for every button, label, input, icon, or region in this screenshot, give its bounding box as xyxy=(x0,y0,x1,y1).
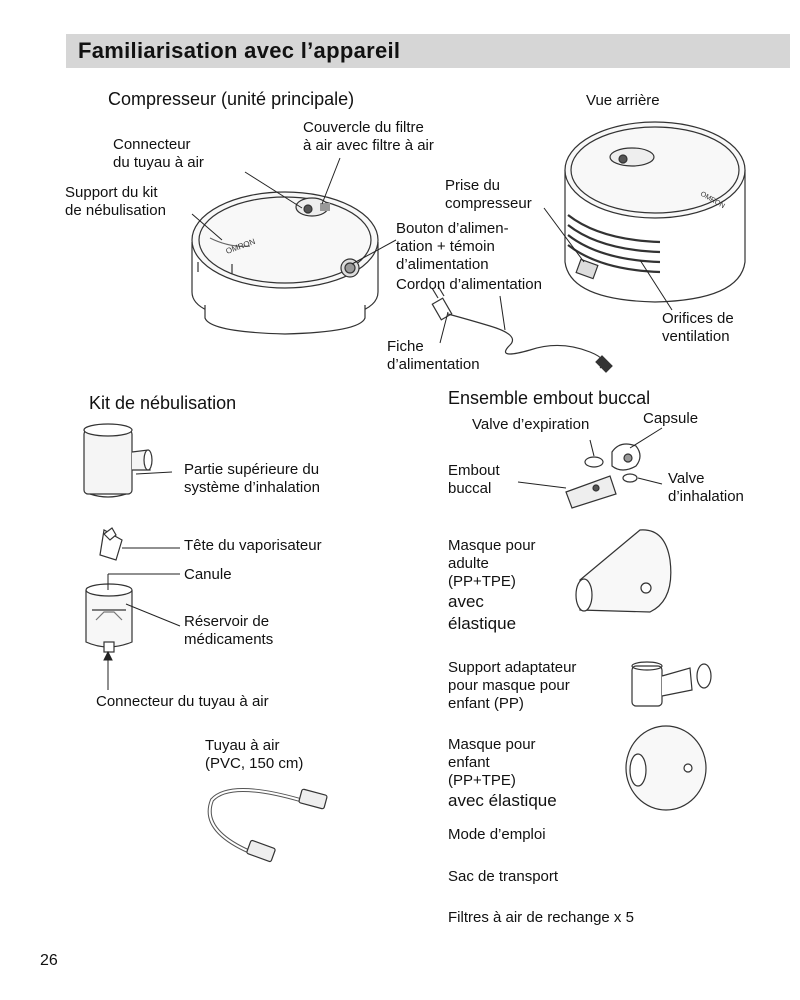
label-air-tube: Tuyau à air (PVC, 150 cm) xyxy=(205,737,304,772)
leader-power-cord xyxy=(499,295,506,331)
arrow-tube-connector xyxy=(103,650,113,661)
label-filters: Filtres à air de rechange x 5 xyxy=(448,909,634,926)
mouthpiece-set-drawing xyxy=(565,443,641,509)
label-power-button: Bouton d’alimen- tation + témoin d’alime… xyxy=(396,220,509,273)
label-manual: Mode d’emploi xyxy=(448,826,546,843)
leader-air-connector xyxy=(244,171,303,209)
adapter-drawing xyxy=(631,661,712,707)
label-filter-cover: Couvercle du filtre à air avec filtre à … xyxy=(303,119,434,154)
label-adult-mask: Masque pour adulte (PP+TPE) avec élastiq… xyxy=(448,537,536,633)
label-inhalation-valve: Valve d’inhalation xyxy=(668,470,744,505)
leader-kit-holder xyxy=(191,213,223,241)
leader-inhalation-top xyxy=(135,471,173,475)
label-vaporizer-head: Tête du vaporisateur xyxy=(184,537,322,554)
mouthpiece-set-title: Ensemble embout buccal xyxy=(448,388,651,408)
leader-mouthpiece xyxy=(517,481,567,489)
label-nebulizer-holder: Support du kit de nébulisation xyxy=(65,184,166,219)
vaporizer-head-drawing xyxy=(99,527,123,561)
power-cord-drawing xyxy=(431,285,613,373)
leader-inhalation-valve xyxy=(637,477,663,485)
leader-capsule xyxy=(629,427,663,449)
adult-mask-drawing xyxy=(575,529,672,613)
label-adapter: Support adaptateur pour masque pour enfa… xyxy=(448,659,577,712)
label-compressor-socket: Prise du compresseur xyxy=(445,177,532,212)
label-plug: Fiche d’alimentation xyxy=(387,338,480,373)
leader-exhalation-valve xyxy=(589,439,595,457)
section-header-bar: Familiarisation avec l’appareil xyxy=(66,34,790,68)
leader-power-button xyxy=(351,239,397,265)
label-bag: Sac de transport xyxy=(448,868,559,885)
leader-filter-cover xyxy=(321,157,341,205)
leader-plug xyxy=(439,311,449,344)
label-exhalation-valve: Valve d’expiration xyxy=(472,416,590,433)
inhalation-top-drawing xyxy=(83,423,153,498)
label-air-tube-connector: Connecteur du tuyau à air xyxy=(113,136,204,171)
label-medication-tank: Réservoir de médicaments xyxy=(184,613,274,648)
leader-medication-tank xyxy=(125,603,181,627)
page-number: 26 xyxy=(40,952,58,969)
label-kit-tube-connector: Connecteur du tuyau à air xyxy=(96,693,269,710)
compressor-front-drawing: OMRON xyxy=(191,191,379,335)
label-mouthpiece: Embout buccal xyxy=(448,462,500,497)
label-child-mask: Masque pour enfant (PP+TPE) avec élastiq… xyxy=(448,736,557,810)
label-vents: Orifices de ventilation xyxy=(662,310,734,345)
compressor-rear-drawing: OMRON xyxy=(564,121,746,303)
label-inhalation-top: Partie supérieure du système d’inhalatio… xyxy=(184,461,320,496)
nebulizer-kit-title: Kit de nébulisation xyxy=(89,393,237,413)
compressor-title: Compresseur (unité principale) xyxy=(108,89,355,109)
label-power-cord: Cordon d’alimentation xyxy=(396,276,542,293)
leader-socket xyxy=(543,207,585,263)
label-capsule: Capsule xyxy=(643,410,699,427)
label-cannula: Canule xyxy=(184,566,232,583)
rear-view-label: Vue arrière xyxy=(586,92,660,109)
leader-vents xyxy=(639,259,673,311)
air-tube-drawing xyxy=(207,788,328,863)
page-title: Familiarisation avec l’appareil xyxy=(78,38,401,63)
medication-tank-drawing xyxy=(85,583,133,653)
child-mask-drawing xyxy=(625,725,707,811)
